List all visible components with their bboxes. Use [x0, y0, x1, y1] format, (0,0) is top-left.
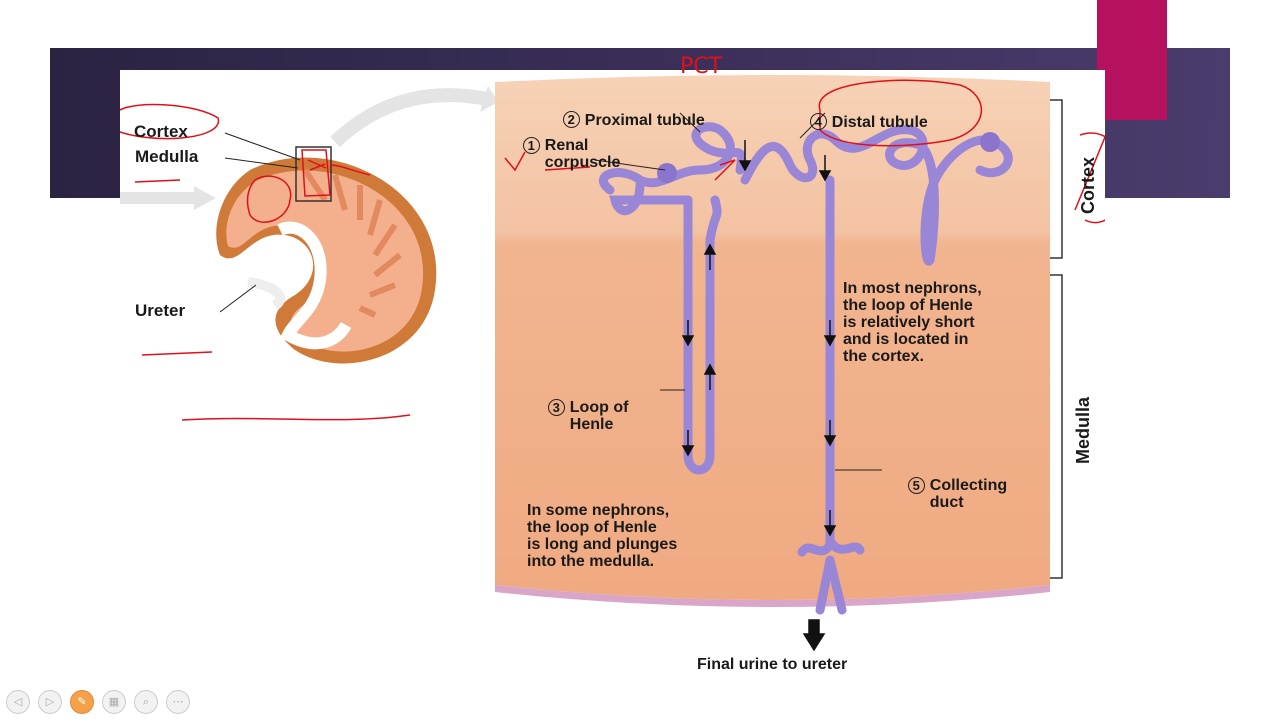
- diagram-svg: [120, 75, 1105, 670]
- number-4-badge: 4: [809, 113, 827, 130]
- slideshow-controls: ◁ ▷ ✎ ▦ ⌕ ⋯: [6, 690, 190, 714]
- medulla-label: Medulla: [135, 147, 199, 166]
- pen-annotations: [120, 79, 1105, 421]
- pct-annotation: PCT: [680, 54, 723, 79]
- prev-icon[interactable]: ◁: [6, 690, 30, 714]
- side-cortex-label: Cortex: [1078, 156, 1099, 215]
- short-loop-note: In most nephrons, the loop of Henle is r…: [843, 280, 982, 365]
- number-2-badge: 2: [562, 111, 580, 128]
- next-icon[interactable]: ▷: [38, 690, 62, 714]
- long-loop-note: In some nephrons, the loop of Henle is l…: [527, 502, 678, 570]
- zoom-icon[interactable]: ⌕: [134, 690, 158, 714]
- renal-corpuscle-text: Renal corpuscle: [544, 137, 621, 171]
- side-medulla-label: Medulla: [1073, 396, 1094, 465]
- cortex-label: Cortex: [134, 122, 188, 141]
- nephron-tubules: [599, 122, 1013, 615]
- region-brackets: [1050, 99, 1063, 579]
- slides-icon[interactable]: ▦: [102, 690, 126, 714]
- final-urine-label: Final urine to ureter: [697, 656, 848, 673]
- proximal-tubule-text: Proximal tubule: [584, 112, 705, 129]
- kidney-illustration: [216, 146, 437, 364]
- zoom-arrow: [330, 88, 494, 148]
- collecting-duct-text: Collecting duct: [929, 477, 1008, 511]
- loop-of-henle-text: Loop of Henle: [569, 399, 629, 433]
- pen-icon[interactable]: ✎: [70, 690, 94, 714]
- number-3-badge: 3: [547, 399, 565, 416]
- ureter-label: Ureter: [135, 301, 186, 320]
- distal-tubule-text: Distal tubule: [831, 114, 928, 131]
- number-5-badge: 5: [907, 477, 925, 494]
- accent-block: [1097, 0, 1167, 120]
- more-icon[interactable]: ⋯: [166, 690, 190, 714]
- flow-arrows: [681, 140, 837, 652]
- number-1-badge: 1: [522, 137, 540, 154]
